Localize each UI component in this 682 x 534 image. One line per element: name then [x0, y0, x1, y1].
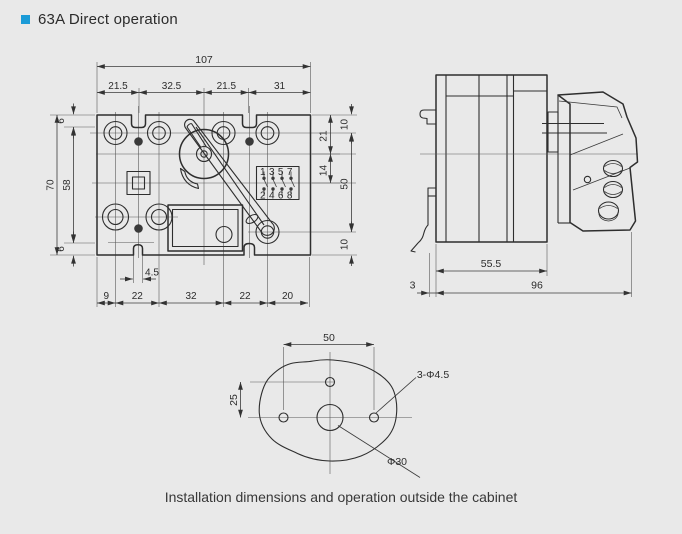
dim-left-inner: 58	[62, 179, 73, 191]
dim-right-outer-1: 10	[340, 119, 351, 131]
title-bullet-icon	[21, 15, 30, 24]
dim-bottom-seg-5: 20	[282, 291, 294, 302]
dim-rail-offset: 3	[410, 280, 416, 292]
dim-right-outer-3: 10	[340, 239, 351, 251]
dim-body-depth: 55.5	[481, 258, 502, 270]
cutout-view: 50 25 3-Φ4.5 Φ30	[228, 332, 449, 478]
label-mounting-holes: 3-Φ4.5	[417, 369, 449, 381]
cutout-center-lines	[248, 347, 412, 474]
front-terminal-block: 1357 2468	[255, 165, 300, 202]
dim-hole-spacing-h: 50	[323, 332, 335, 344]
cutout-outline	[258, 359, 398, 462]
dim-slot-width: 4.5	[145, 268, 159, 279]
dim-right-outer-2: 50	[340, 178, 351, 190]
terminal-contact-symbols	[262, 171, 295, 196]
front-view: 1357 2468 107 21.5 32.5 21.5 31 70 58 6 …	[46, 54, 357, 307]
terminal-numbers-bottom: 2468	[260, 191, 296, 202]
dim-bottom-seg-2: 22	[132, 291, 144, 302]
din-rail-clip	[410, 109, 436, 253]
front-plate-outline	[96, 114, 312, 256]
dim-hole-spacing-v: 25	[228, 394, 240, 406]
dim-top-seg-3: 21.5	[217, 81, 237, 92]
front-mounting-holes	[101, 120, 280, 245]
dim-bottom-seg-4: 22	[239, 291, 251, 302]
side-handle-assembly	[542, 91, 639, 232]
side-body	[420, 74, 638, 243]
dim-overall-width: 107	[195, 54, 213, 66]
dim-overall-depth: 96	[531, 280, 543, 292]
screw-dot	[134, 137, 143, 146]
terminal-numbers-top: 1357	[260, 167, 296, 178]
side-view: 55.5 3 96	[410, 74, 639, 297]
dim-top-seg-2: 32.5	[162, 81, 182, 92]
front-rotary-handle	[178, 118, 275, 236]
title-text: 63A Direct operation	[38, 11, 178, 28]
dim-bottom-seg-3: 32	[185, 291, 197, 302]
screw-dot	[245, 137, 254, 146]
front-dimensions: 107 21.5 32.5 21.5 31 70 58 6 6 4.5	[46, 54, 354, 306]
dim-left-bottom: 6	[56, 246, 67, 252]
dim-top-seg-1: 21.5	[108, 81, 128, 92]
dim-left-overall: 70	[46, 179, 57, 191]
dim-right-inner-2: 14	[319, 165, 330, 177]
label-shaft-hole: Φ30	[387, 456, 407, 468]
dim-top-seg-4: 31	[274, 81, 286, 92]
dim-bottom-seg-1: 9	[104, 291, 110, 302]
handle-knobs	[583, 159, 624, 222]
page-title: 63A Direct operation	[21, 11, 178, 28]
side-dimensions: 55.5 3 96	[410, 232, 632, 297]
drawing-caption: Installation dimensions and operation ou…	[164, 489, 518, 505]
cutout-holes	[278, 376, 380, 432]
front-windows	[126, 170, 244, 252]
dim-left-top: 6	[56, 118, 67, 124]
dim-right-inner-1: 21	[319, 130, 330, 142]
cutout-dimensions: 50 25 3-Φ4.5 Φ30	[228, 332, 449, 478]
screw-dot	[134, 224, 143, 233]
